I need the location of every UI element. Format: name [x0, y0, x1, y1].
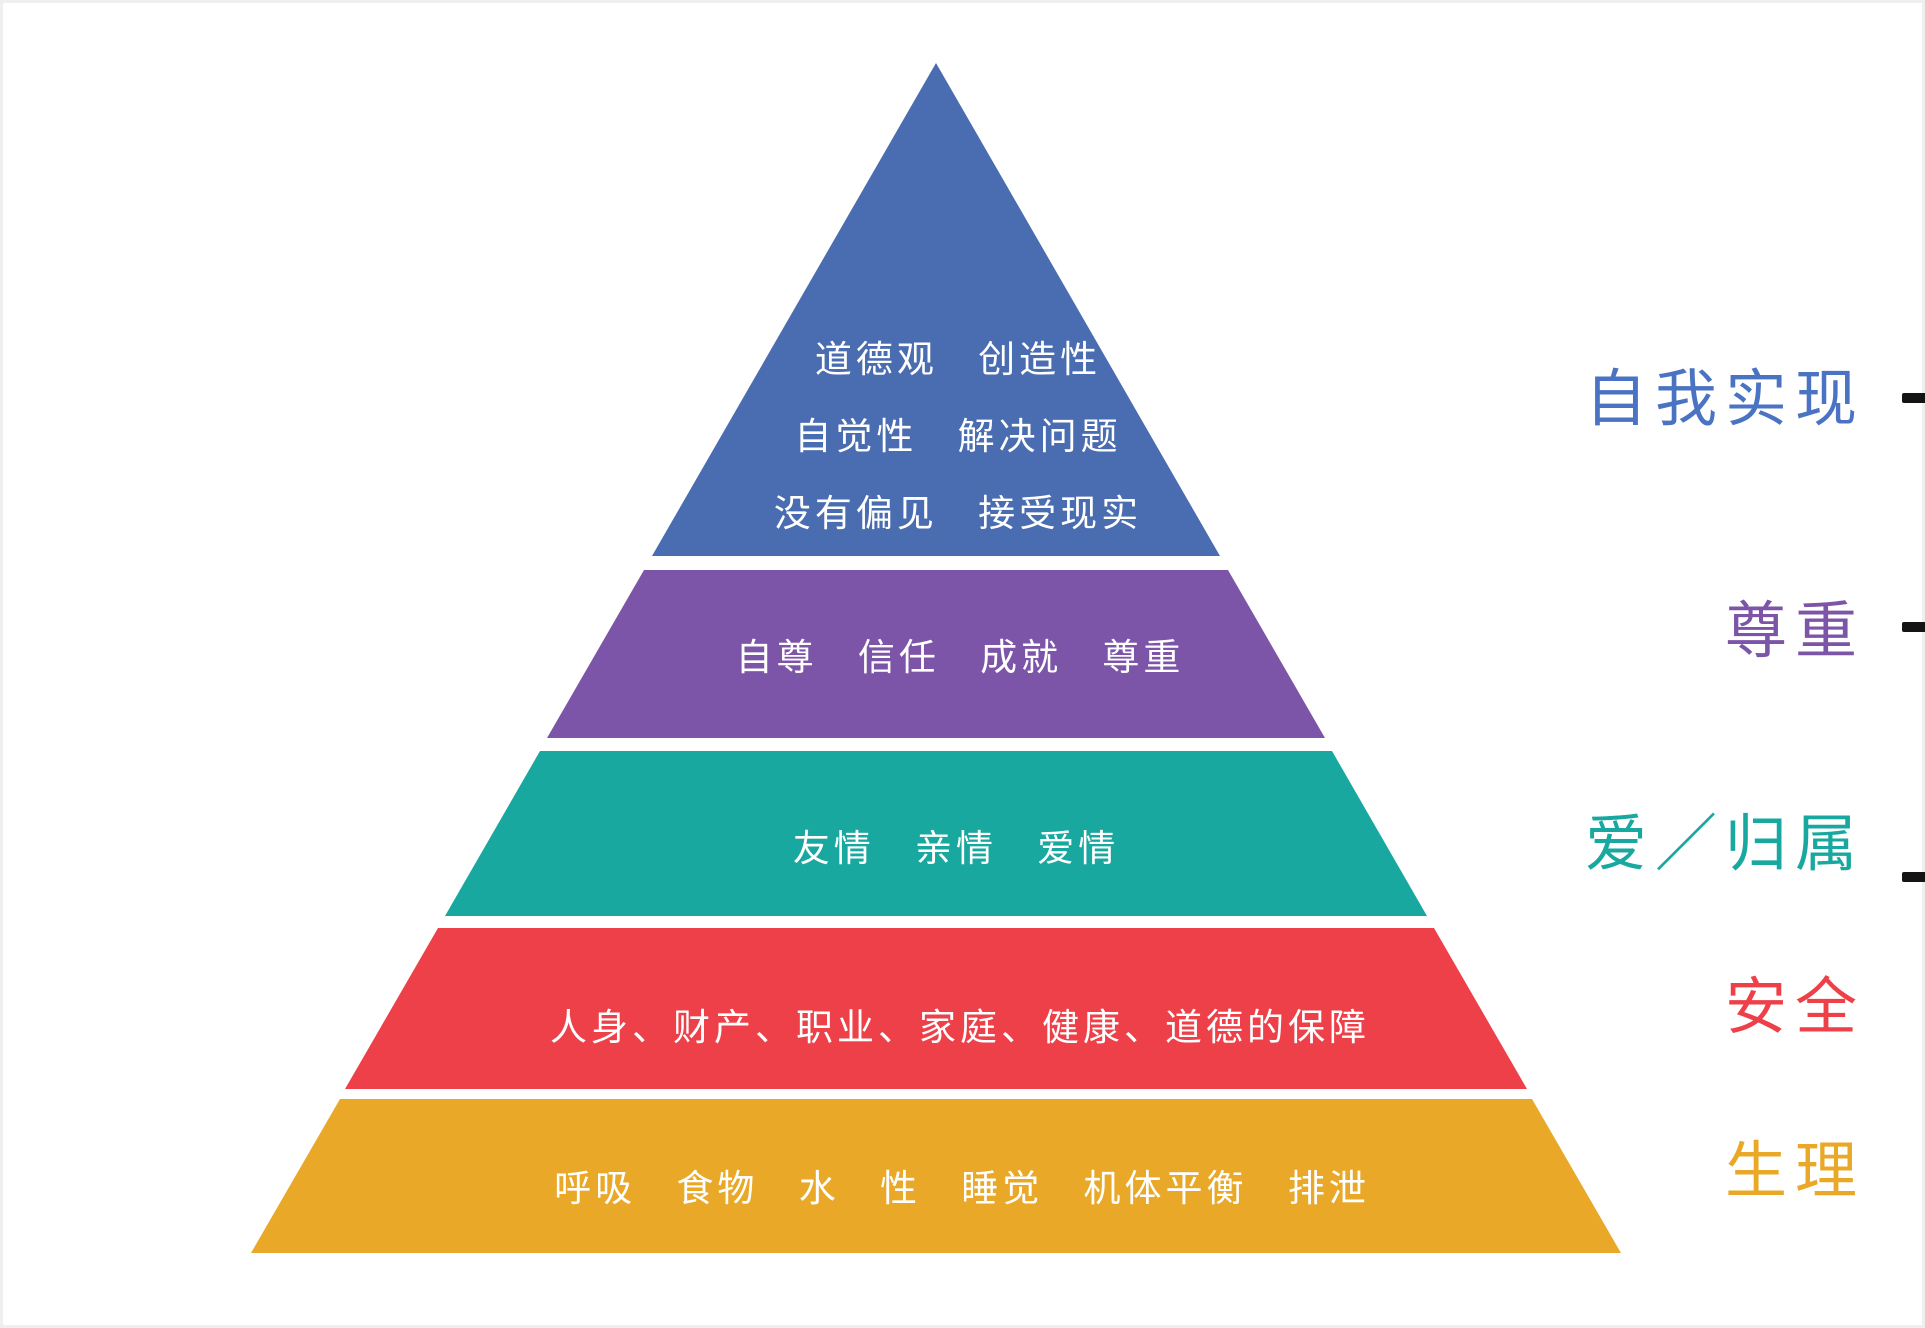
self-actualization-line-2: 自觉性 解决问题 [794, 416, 1122, 457]
pyramid-level-love-belonging: 友情 亲情 爱情 [445, 751, 1427, 916]
side-label-esteem: 尊重 [1724, 597, 1865, 666]
side-label-self-actualization: 自我实现 [1584, 365, 1865, 434]
side-label-safety: 安全 [1724, 973, 1865, 1042]
physiological-items: 呼吸 食物 水 性 睡觉 机体平衡 排泄 [554, 1168, 1370, 1209]
pyramid-level-self-actualization: 道德观 创造性 自觉性 解决问题 没有偏见 接受现实 [652, 63, 1220, 556]
self-actualization-line-1: 道德观 创造性 [814, 339, 1102, 380]
dash-tick-icon [1902, 622, 1925, 632]
side-label-physiological: 生理 [1724, 1137, 1865, 1206]
self-actualization-line-3: 没有偏见 接受现实 [773, 493, 1143, 534]
side-label-love-belonging: 爱／归属 [1584, 810, 1865, 879]
esteem-items: 自尊 信任 成就 尊重 [735, 637, 1185, 678]
self-actualization-items: 道德观 创造性 自觉性 解决问题 没有偏见 接受现实 [674, 321, 1220, 552]
love-belonging-items: 友情 亲情 爱情 [792, 827, 1120, 869]
safety-items: 人身、财产、职业、家庭、健康、道德的保障 [550, 1006, 1370, 1048]
dash-tick-icon [1902, 393, 1925, 403]
pyramid-level-safety: 人身、财产、职业、家庭、健康、道德的保障 [345, 928, 1527, 1089]
dash-tick-icon [1902, 872, 1925, 882]
pyramid-level-esteem: 自尊 信任 成就 尊重 [547, 570, 1325, 738]
pyramid-level-physiological: 呼吸 食物 水 性 睡觉 机体平衡 排泄 [251, 1099, 1621, 1253]
